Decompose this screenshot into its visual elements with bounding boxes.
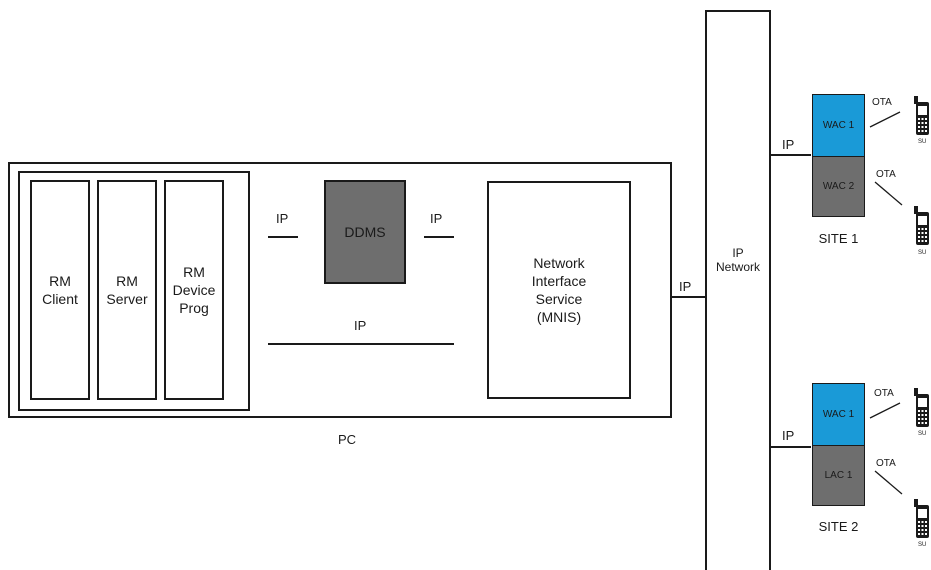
rm-server-label: RM Server <box>106 273 148 307</box>
ip-label-site1: IP <box>782 137 795 152</box>
ip-label-right: IP <box>430 211 443 226</box>
rm-device-prog-box: RM Device Prog <box>164 180 224 400</box>
ip-line-right <box>424 236 454 238</box>
mnis-box: Network Interface Service (MNIS) <box>487 181 631 399</box>
ip-line-left <box>268 236 298 238</box>
pc-label: PC <box>338 432 357 447</box>
ip-line-pc-link <box>672 296 705 298</box>
site1-wac1-cell: WAC 1 <box>812 94 865 157</box>
site1-su-bottom-label: SU <box>918 250 927 256</box>
site1-ota-bottom-label: OTA <box>876 169 896 180</box>
site2-ota-bottom-link <box>874 470 903 495</box>
rm-device-prog-label: RM Device Prog <box>172 264 216 316</box>
site2-wac1-cell: WAC 1 <box>812 383 865 446</box>
mnis-label: Network Interface Service (MNIS) <box>531 255 587 325</box>
site1-label: SITE 1 <box>818 231 859 246</box>
ip-network-label: IP Network <box>715 246 760 274</box>
ip-label-bottom: IP <box>354 318 367 333</box>
site1-su-top-label: SU <box>918 139 927 145</box>
site1-ota-top-label: OTA <box>872 97 892 108</box>
ip-label-left: IP <box>276 211 289 226</box>
ip-network-box <box>705 10 771 570</box>
site2-su-top-radio-icon <box>914 388 929 427</box>
ip-line-site1 <box>771 154 811 156</box>
rm-client-label: RM Client <box>42 273 78 307</box>
site2-su-bottom-radio-icon <box>914 499 929 538</box>
site1-ota-top-link <box>869 111 901 128</box>
ddms-box: DDMS <box>324 180 406 284</box>
ip-line-site2 <box>771 446 811 448</box>
ddms-label: DDMS <box>344 224 386 240</box>
site2-lac1-cell: LAC 1 <box>812 446 865 506</box>
site1-wac2-cell: WAC 2 <box>812 157 865 217</box>
ip-label-pc-link: IP <box>679 279 692 294</box>
site1-su-top-radio-icon <box>914 96 929 135</box>
ip-label-site2: IP <box>782 428 795 443</box>
ip-line-bottom <box>268 343 454 345</box>
site2-su-bottom-label: SU <box>918 542 927 548</box>
site2-ota-top-label: OTA <box>874 388 894 399</box>
site2-ota-top-link <box>869 402 901 419</box>
site1-ota-bottom-link <box>874 181 903 206</box>
site1-su-bottom-radio-icon <box>914 206 929 245</box>
site2-ota-bottom-label: OTA <box>876 458 896 469</box>
site2-su-top-label: SU <box>918 431 927 437</box>
rm-server-box: RM Server <box>97 180 157 400</box>
site2-label: SITE 2 <box>818 519 859 534</box>
rm-client-box: RM Client <box>30 180 90 400</box>
